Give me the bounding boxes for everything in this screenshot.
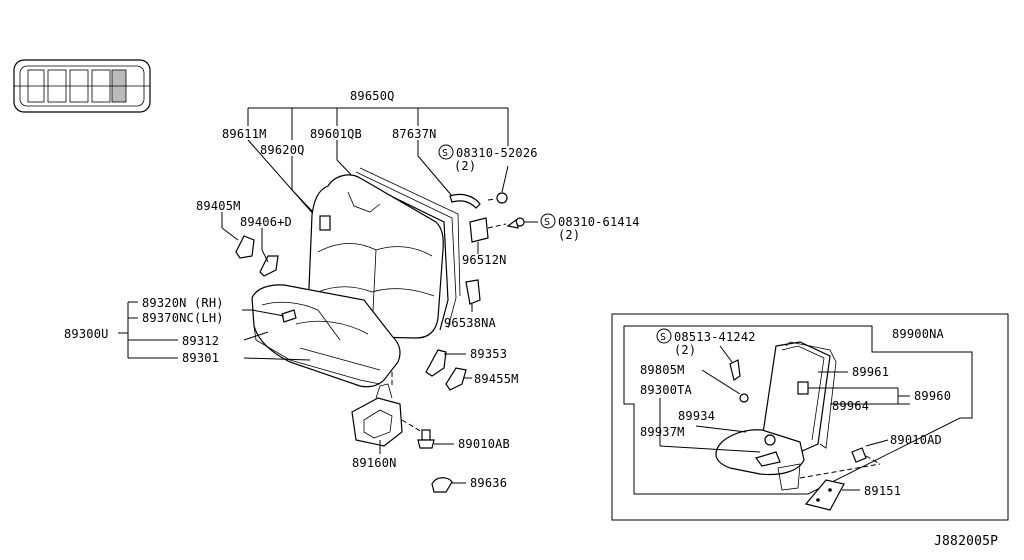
- label-89900na: 89900NA: [892, 327, 945, 341]
- diagram-reference-code: J882005P: [934, 534, 998, 549]
- label-89160n: 89160N: [352, 456, 397, 470]
- s-mark-icon: S: [438, 144, 454, 160]
- label-89151: 89151: [864, 484, 901, 498]
- leader-lines-inset: [659, 371, 910, 453]
- label-89934: 89934: [678, 409, 715, 423]
- label-89010ad: 89010AD: [890, 433, 942, 447]
- inset-box: [611, 313, 1009, 521]
- jump-seat-assembly: [715, 341, 837, 491]
- label-89320n: 89320N (RH): [142, 296, 224, 310]
- label-87637n: 87637N: [392, 127, 437, 141]
- label-89312: 89312: [182, 334, 219, 348]
- bracket-96512n-part: [469, 217, 489, 254]
- bolt-89010ad-part: [799, 447, 881, 479]
- trim-89455m-part: [445, 367, 467, 391]
- seat-frame-89160n-part: [351, 383, 403, 454]
- label-96512n: 96512N: [462, 253, 507, 267]
- label-89650q: 89650Q: [350, 89, 395, 103]
- vehicle-locator-icon: [13, 59, 151, 113]
- label-08310-52026: 08310-52026: [456, 146, 538, 160]
- label-89620q: 89620Q: [260, 143, 305, 157]
- bolt-89010ab-part: [401, 419, 435, 449]
- label-89300ta: 89300TA: [640, 383, 693, 397]
- screw-08513-41242-part: [729, 359, 741, 381]
- svg-text:S: S: [660, 332, 666, 343]
- s-mark-icon: S: [540, 213, 556, 229]
- label-qty-2-c: (2): [674, 343, 696, 357]
- trim-89353-part: [425, 349, 447, 377]
- pin-89805m-part: [739, 393, 749, 403]
- label-89405m: 89405M: [196, 199, 241, 213]
- s-mark-icon: S: [656, 328, 672, 344]
- seat-cushion-assembly: [251, 284, 401, 388]
- label-08310-61414: 08310-61414: [558, 215, 640, 229]
- trim-89405m-part: [235, 235, 255, 259]
- leader-lines-89300u: [118, 301, 311, 361]
- label-89961: 89961: [852, 365, 889, 379]
- svg-text:S: S: [544, 217, 550, 228]
- label-qty-2-b: (2): [558, 228, 580, 242]
- bolt-08310-61414-part: [487, 217, 538, 229]
- label-89010ab: 89010AB: [458, 437, 510, 451]
- label-89300u: 89300U: [64, 327, 109, 341]
- label-89964: 89964: [832, 399, 869, 413]
- label-96538na: 96538NA: [444, 316, 497, 330]
- label-89353: 89353: [470, 347, 507, 361]
- label-89611m: 89611M: [222, 127, 267, 141]
- label-89960: 89960: [914, 389, 951, 403]
- label-89636: 89636: [470, 476, 507, 490]
- label-08513-41242: 08513-41242: [674, 330, 756, 344]
- label-89455m: 89455M: [474, 372, 519, 386]
- label-89301: 89301: [182, 351, 219, 365]
- trim-89406d-part: [259, 255, 279, 277]
- bolt-08310-52026-part: [487, 192, 508, 204]
- label-89370nc: 89370NC(LH): [142, 311, 224, 325]
- svg-text:S: S: [442, 148, 448, 159]
- label-89406d: 89406+D: [240, 215, 292, 229]
- plate-89151-part: [804, 479, 845, 511]
- handle-87637n-part: [449, 193, 481, 209]
- label-89805m: 89805M: [640, 363, 685, 377]
- cap-89636-part: [431, 477, 453, 493]
- striker-96538na-part: [465, 279, 481, 312]
- label-89937m: 89937M: [640, 425, 685, 439]
- label-89601qb: 89601QB: [310, 127, 362, 141]
- label-qty-2-a: (2): [454, 159, 476, 173]
